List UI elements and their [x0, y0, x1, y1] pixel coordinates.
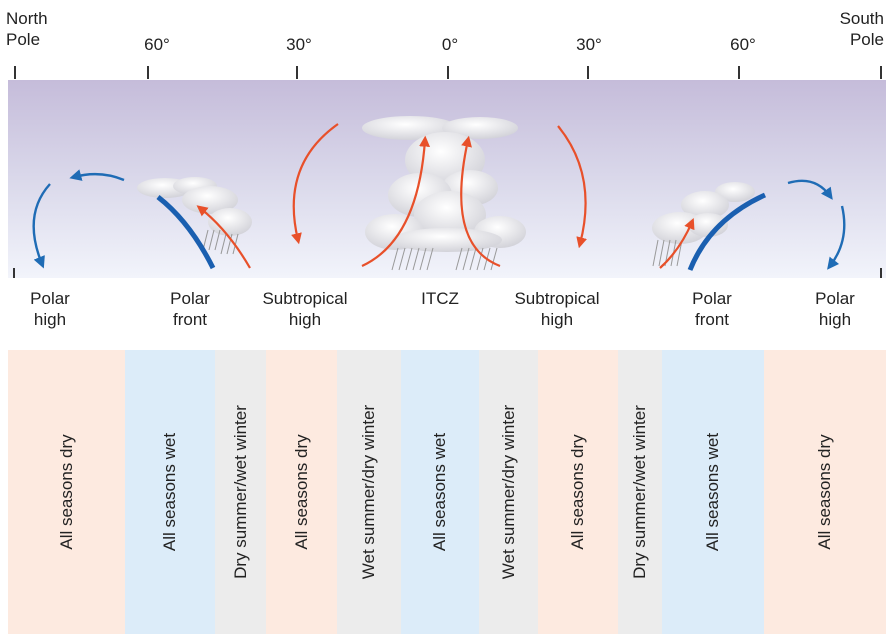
north-polar-sinking-arrow: [32, 183, 51, 269]
zone-label-line2: front: [694, 310, 730, 329]
zone-label-line1: Subtropical: [514, 289, 600, 308]
precip-band-label: All seasons wet: [703, 432, 722, 552]
precip-band-label: Dry summer/wet winter: [230, 405, 250, 579]
precip-band-label: Dry summer/wet winter: [630, 405, 649, 579]
zone-label-line2: high: [288, 310, 322, 329]
zone-label-line1: Subtropical: [262, 289, 348, 308]
south-polar-outflow-arrow: [787, 179, 833, 200]
tick-north-pole: [14, 66, 16, 79]
north-polar-front-cloud: [137, 177, 252, 255]
north-polar-front-rising-arrow: [196, 205, 251, 269]
zone-label-subtropical-high-south: Subtropical high: [514, 288, 599, 330]
zone-label-polar-front-south: Polar front: [692, 288, 732, 330]
tick-60s: [738, 66, 740, 79]
precip-band-label: All seasons wet: [430, 432, 449, 552]
precip-band-11: All seasons dry: [764, 350, 886, 634]
tick-30n: [296, 66, 298, 79]
south-pole-line1: South: [839, 9, 884, 28]
precip-band-label: All seasons dry: [291, 434, 311, 550]
precip-band-label: All seasons dry: [568, 434, 587, 550]
north-pole-label: North Pole: [6, 8, 48, 50]
precip-band-5: Wet summer/dry winter: [337, 350, 401, 634]
tick-60n: [147, 66, 149, 79]
precip-band-8: All seasons dry: [538, 350, 618, 634]
latitude-label-30n: 30°: [286, 35, 312, 54]
itcz-rising-arrow-left: [361, 135, 431, 267]
precip-band-label: All seasons dry: [815, 434, 834, 550]
precip-band-9: Dry summer/wet winter: [618, 350, 662, 634]
latitude-label-equator: 0°: [441, 35, 459, 54]
precip-band-label: All seasons dry: [56, 434, 76, 550]
south-polar-front-rising-arrow: [659, 217, 695, 269]
zone-label-line1: Polar: [30, 289, 70, 308]
latitude-label-30s: 30°: [576, 35, 602, 54]
latitude-label-60n: 60°: [144, 35, 170, 54]
north-polar-front-line: [156, 195, 216, 270]
zone-label-line1: ITCZ: [421, 289, 459, 308]
tick-south-pole: [880, 66, 882, 79]
zone-label-line1: Polar: [815, 289, 855, 308]
precip-band-7: Wet summer/dry winter: [479, 350, 538, 634]
south-polar-front-line: [687, 192, 767, 271]
tick-30s: [587, 66, 589, 79]
precip-band-3: Dry summer/wet winter: [215, 350, 266, 634]
zone-label-subtropical-high-north: Subtropical high: [262, 288, 347, 330]
north-pole-line1: North: [6, 9, 48, 28]
north-polar-outflow-arrow: [69, 169, 125, 182]
south-subtropical-sinking-arrow: [557, 125, 587, 249]
north-subtropical-sinking-arrow: [291, 123, 339, 245]
south-pole-line2: Pole: [849, 30, 884, 49]
zone-label-line1: Polar: [170, 289, 210, 308]
south-polar-sinking-arrow: [827, 205, 846, 270]
north-pole-line2: Pole: [6, 30, 41, 49]
precip-band-10: All seasons wet: [662, 350, 764, 634]
zone-label-line2: high: [540, 310, 574, 329]
precip-band-4: All seasons dry: [266, 350, 337, 634]
zone-label-polar-high-south: Polar high: [815, 288, 855, 330]
itcz-rising-arrow-right: [460, 135, 501, 268]
zone-label-line2: front: [172, 310, 208, 329]
south-pole-label: South Pole: [840, 8, 884, 50]
circulation-diagram: [8, 80, 886, 278]
zone-label-polar-front-north: Polar front: [170, 288, 210, 330]
tick-equator: [447, 66, 449, 79]
zone-label-line1: Polar: [692, 289, 732, 308]
zone-label-itcz: ITCZ: [421, 288, 459, 309]
precip-band-2: All seasons wet: [125, 350, 215, 634]
zone-label-polar-high-north: Polar high: [30, 288, 70, 330]
precip-band-label: Wet summer/dry winter: [359, 404, 378, 580]
precip-band-label: All seasons wet: [160, 432, 179, 552]
precip-band-6: All seasons wet: [401, 350, 479, 634]
zone-label-line2: high: [818, 310, 852, 329]
precip-band-1: All seasons dry: [8, 350, 125, 634]
zone-label-line2: high: [33, 310, 67, 329]
latitude-label-60s: 60°: [730, 35, 756, 54]
precip-band-label: Wet summer/dry winter: [498, 404, 518, 580]
